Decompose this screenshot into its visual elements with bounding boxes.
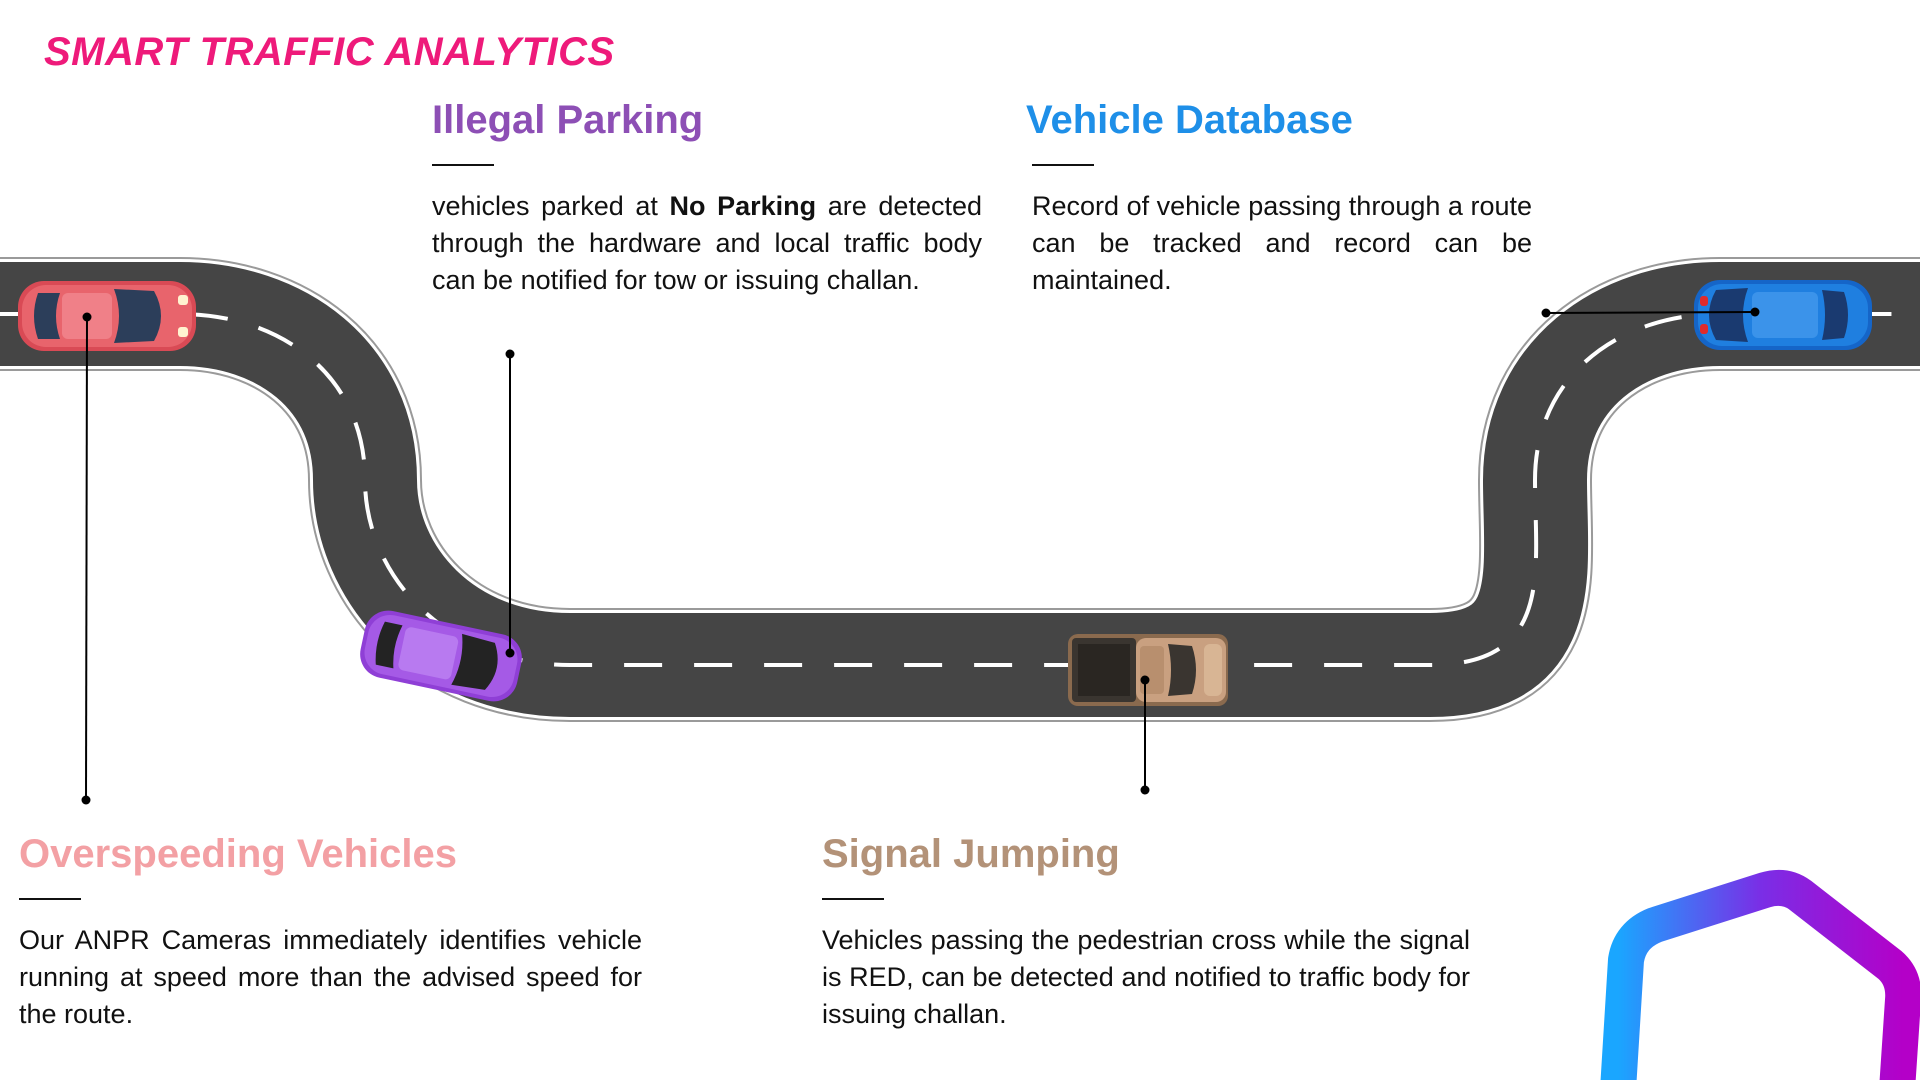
signal-jumping-description: Vehicles passing the pedestrian cross wh… <box>822 925 1470 1029</box>
connector-overspeeding <box>81 312 92 805</box>
connector-vehicle-database <box>1541 307 1760 318</box>
heading-underline <box>432 164 494 166</box>
vehicle-database-heading: Vehicle Database <box>1026 98 1353 142</box>
red-car-icon <box>18 281 196 351</box>
signal-jumping-heading: Signal Jumping <box>822 832 1120 876</box>
purple-car-icon <box>360 610 522 702</box>
blue-car-icon <box>1694 280 1872 350</box>
vehicle-database-section: Vehicle Database Record of vehicle passi… <box>1026 96 1532 299</box>
illegal-parking-description: vehicles parked at No Parking are detect… <box>432 191 982 295</box>
page-title: SMART TRAFFIC ANALYTICS <box>44 30 615 74</box>
illegal-parking-heading: Illegal Parking <box>432 98 704 142</box>
connector-illegal-parking <box>505 349 515 658</box>
vehicle-database-description: Record of vehicle passing through a rout… <box>1032 191 1532 295</box>
connector-signal-jumping <box>1140 675 1150 795</box>
illegal-parking-section: Illegal Parking vehicles parked at No Pa… <box>432 96 982 299</box>
overspeeding-section: Overspeeding Vehicles Our ANPR Cameras i… <box>19 830 642 1033</box>
heading-underline <box>822 898 884 900</box>
road <box>0 256 1920 723</box>
heading-underline <box>19 898 81 900</box>
tan-pickup-truck-icon <box>1068 634 1228 706</box>
hexagon-outline-icon <box>1600 869 1920 1080</box>
signal-jumping-section: Signal Jumping Vehicles passing the pede… <box>822 830 1470 1033</box>
overspeeding-heading: Overspeeding Vehicles <box>19 832 457 876</box>
lane-marking <box>0 312 1920 667</box>
heading-underline <box>1032 164 1094 166</box>
overspeeding-description: Our ANPR Cameras immediately identifies … <box>19 925 642 1029</box>
